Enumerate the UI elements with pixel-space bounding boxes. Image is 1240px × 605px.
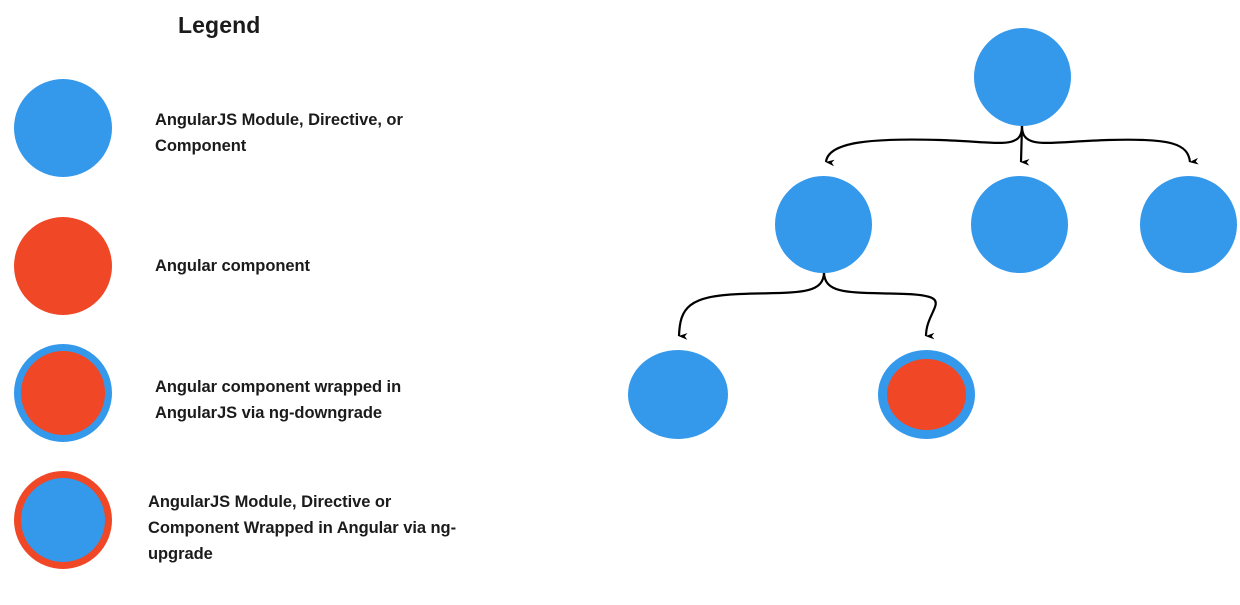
tree-edge-child-1-to-leaf-1 [677, 271, 826, 340]
tree-diagram [560, 0, 1240, 605]
legend-swatch-solid-blue-circle [14, 79, 112, 177]
legend-title: Legend [178, 12, 261, 38]
legend-label-ng-downgrade: Angular component wrapped in AngularJS v… [155, 378, 402, 422]
tree-node-child-2[interactable] [971, 176, 1068, 273]
legend-label-angularjs-module: AngularJS Module, Directive, or Componen… [155, 111, 403, 155]
legend-item-ng-downgrade: Angular component wrapped in AngularJS v… [0, 344, 520, 442]
tree-edge-root-to-child-1 [824, 125, 1024, 167]
tree-edge-child-1-to-leaf-2 [822, 271, 937, 340]
tree-node-root[interactable] [974, 28, 1071, 126]
tree-node-leaf-2[interactable] [878, 350, 975, 439]
tree-node-child-3[interactable] [1140, 176, 1237, 273]
legend-label-ng-upgrade: AngularJS Module, Directive or Component… [148, 493, 457, 563]
tree-node-leaf-1[interactable] [628, 350, 728, 439]
legend-label-angular-component: Angular component [155, 257, 310, 275]
tree-edge-root-to-child-3 [1020, 125, 1199, 165]
legend-swatch-solid-red-circle [14, 217, 112, 315]
legend-item-angular-component: Angular component [0, 217, 520, 315]
tree-edge-layer [677, 125, 1199, 340]
legend-swatch-blue-circle-red-ring [14, 471, 112, 569]
tree-node-child-1[interactable] [775, 176, 872, 273]
legend-panel: Legend AngularJS Module, Directive, or C… [0, 0, 520, 605]
legend-item-angularjs-module: AngularJS Module, Directive, or Componen… [0, 79, 520, 177]
legend-item-ng-upgrade: AngularJS Module, Directive or Component… [0, 471, 520, 569]
legend-swatch-red-circle-blue-ring [14, 344, 112, 442]
